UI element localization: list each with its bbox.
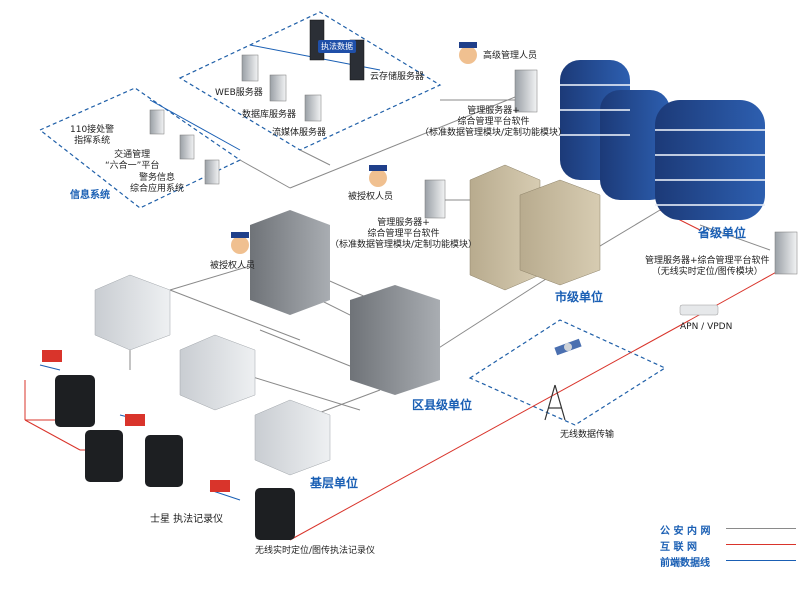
district-user-label: 被授权人员 (210, 261, 256, 271)
city-server-label: 管理服务器+ 综合管理平台软件 （标准数据管理模块/定制功能模块） (330, 218, 478, 250)
wireless-label: 无线数据传输 (560, 430, 615, 440)
label-stream-server: 流媒体服务器 (272, 128, 327, 138)
district-user-avatar (231, 232, 249, 254)
label-web-server: WEB服务器 (215, 88, 263, 98)
wireless-server-label: 管理服务器+综合管理平台软件 （无线实时定位/图传模块） (645, 256, 770, 277)
wireless-recorder-label: 无线实时定位/图传执法记录仪 (255, 546, 376, 556)
router-icon (679, 304, 719, 316)
legend-internet: 互 联 网 (660, 538, 800, 553)
province-servers (514, 69, 798, 275)
info-system-servers (149, 109, 220, 185)
city-user-avatar (369, 165, 387, 187)
city-server (424, 179, 446, 219)
radio-tower-icon (544, 384, 566, 421)
label-traffic-platform: 交通管理 “六合一”平台 (105, 150, 160, 171)
apn-label: APN / VPDN (680, 322, 733, 332)
city-user-label: 被授权人员 (348, 192, 394, 202)
province-title: 省级单位 (698, 226, 747, 240)
province-buildings (560, 60, 765, 220)
antenna-flags (42, 350, 230, 492)
admin-avatar (459, 42, 477, 64)
province-admin-label: 高级管理人员 (483, 51, 538, 61)
base-title: 基层单位 (310, 476, 359, 490)
base-buildings (94, 274, 331, 476)
legend-intranet: 公 安 内 网 (660, 522, 800, 537)
label-110-system: 110接处警 指挥系统 (70, 125, 115, 146)
city-buildings (469, 164, 601, 291)
recorder-label: 士星 执法记录仪 (150, 514, 224, 525)
enforcement-data-badge: 执法数据 (318, 40, 356, 53)
city-title: 市级单位 (555, 290, 604, 304)
satellite-icon (554, 338, 582, 356)
label-db-server: 数据库服务器 (242, 110, 297, 120)
district-buildings (250, 210, 440, 395)
data-center-servers (241, 19, 365, 122)
info-system-title: 信息系统 (70, 190, 110, 201)
label-cloud-server: 云存储服务器 (370, 72, 425, 82)
district-title: 区县级单位 (412, 398, 473, 412)
legend-dataline: 前端数据线 (660, 554, 800, 569)
province-server-label: 管理服务器+ 综合管理平台软件 （标准数据管理模块/定制功能模块） (420, 106, 568, 138)
recorder-devices (55, 375, 295, 540)
label-police-info: 警务信息 综合应用系统 (130, 173, 185, 194)
